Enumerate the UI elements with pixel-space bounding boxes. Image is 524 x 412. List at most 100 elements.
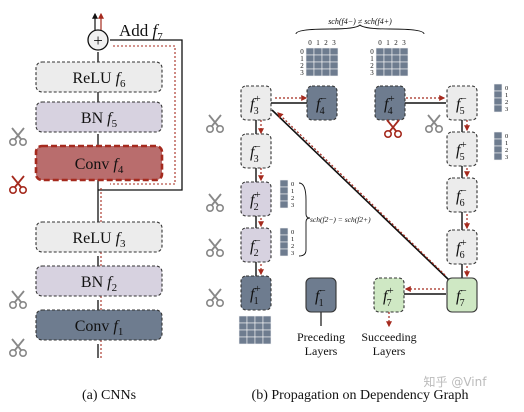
graph-node-f2m (240, 227, 272, 263)
succeeding-label-2: Layers (373, 344, 406, 358)
scissor-icon (424, 114, 444, 134)
matrix-cell (383, 61, 393, 70)
matrix-row-label: 3 (291, 250, 294, 257)
matrix-col-label: 1 (316, 39, 320, 47)
matrix-row-label: 0 (291, 229, 294, 236)
matrix-row-label: 2 (505, 147, 508, 154)
matrix-cell (375, 68, 385, 77)
matrix-cell (305, 47, 315, 56)
graph-edges (255, 95, 470, 328)
graph-node-label: f+6 (456, 237, 467, 261)
matrix-col-label: 0 (378, 39, 382, 47)
mid-equation: sch(f2−) = sch(f2+) (310, 215, 371, 224)
graph-node-label: f−4 (316, 93, 327, 117)
matrix-row-label: 1 (291, 188, 294, 195)
graph-node-f5p (446, 131, 478, 167)
cnn-layer-box (35, 101, 163, 133)
graph-node-f7m (446, 277, 478, 313)
cnn-layer-label: BN f5 (81, 110, 118, 130)
matrix-row-label: 2 (370, 62, 374, 70)
matrix-row-label: 3 (291, 202, 294, 209)
matrix-row-label: 0 (505, 133, 508, 140)
matrix-cell (279, 241, 289, 250)
matrix-col-label: 3 (402, 39, 406, 47)
add-node (87, 29, 109, 51)
graph-node-f3m (240, 133, 272, 169)
matrix-cell (375, 47, 385, 56)
matrix-cell (313, 47, 323, 56)
matrix-cell (493, 152, 503, 161)
matrix-cell (493, 131, 503, 140)
scissor-icon (205, 193, 225, 213)
graph-node-label: f−5 (456, 93, 467, 117)
matrix-cell (391, 61, 401, 70)
cnn-layer-box (35, 61, 163, 93)
matrix-row-label: 3 (370, 69, 374, 77)
succeeding-label: Succeeding (361, 330, 416, 344)
cnn-layer-box (35, 309, 163, 341)
cnn-layer-label: ReLU f6 (72, 70, 126, 90)
top-equation: sch(f4−) ≠ sch(f4+) (328, 17, 392, 26)
graph-node-label: f−6 (456, 185, 467, 209)
cnn-layer-label: BN f2 (81, 274, 117, 294)
matrix-cell (254, 315, 264, 324)
matrix-cell (313, 68, 323, 77)
matrix-cell (305, 54, 315, 63)
graph-node-f6p (446, 229, 478, 265)
matrix-cell (375, 61, 385, 70)
graph-node-label: f+7 (383, 285, 394, 309)
matrix-cell (329, 47, 339, 56)
caption-b: (b) Propagation on Dependency Graph (252, 388, 469, 403)
matrix-row-label: 0 (370, 48, 374, 56)
matrix-cell (329, 68, 339, 77)
matrix-col-label: 3 (332, 39, 336, 47)
matrix-row-label: 1 (370, 55, 374, 63)
matrix-cell (246, 329, 256, 338)
matrix-row-label: 2 (300, 62, 304, 70)
matrix-row-label: 2 (291, 243, 294, 250)
matrix-row-label: 2 (291, 195, 294, 202)
matrix-cell (279, 234, 289, 243)
matrix-cell (313, 54, 323, 63)
matrix-cell (246, 336, 256, 345)
matrix-row-label: 1 (505, 92, 508, 99)
matrix-cell (238, 336, 248, 345)
cnn-layer-box (35, 221, 163, 253)
matrix-row-label: 2 (505, 99, 508, 106)
graph-node-f3p (240, 85, 272, 121)
matrix-col-label: 2 (324, 39, 328, 47)
preceding-label: Preceding (297, 330, 345, 344)
matrix-row-label: 0 (291, 181, 294, 188)
add-label: Add f7 (119, 21, 163, 43)
scissor-icon (205, 114, 225, 134)
matrix-cell (321, 68, 331, 77)
matrix-cell (254, 329, 264, 338)
matrix-cell (238, 322, 248, 331)
graph-node-label: f−1 (315, 285, 326, 309)
matrix-cell (399, 54, 409, 63)
matrix-cell (246, 315, 256, 324)
matrix-cell (279, 186, 289, 195)
matrix-row-label: 3 (300, 69, 304, 77)
matrix-cell (493, 90, 503, 99)
matrix-cell (262, 336, 272, 345)
scissor-icon (8, 175, 28, 195)
matrix-row-label: 3 (505, 154, 508, 161)
matrix-cell (279, 193, 289, 202)
matrix-cell (375, 54, 385, 63)
matrix-cell (321, 54, 331, 63)
matrix-cell (329, 61, 339, 70)
preceding-label-2: Layers (305, 344, 338, 358)
graph-node-f7p (373, 277, 405, 313)
matrix-cell (262, 315, 272, 324)
matrix-cell (493, 83, 503, 92)
matrix-cell (262, 322, 272, 331)
scissor-icon (8, 127, 28, 147)
matrix-cell (391, 54, 401, 63)
matrix-cell (493, 104, 503, 113)
matrix-cell (279, 179, 289, 188)
caption-a: (a) CNNs (82, 388, 136, 403)
graph-node-label: f+4 (384, 93, 395, 117)
graph-node-label: f−2 (250, 235, 261, 259)
